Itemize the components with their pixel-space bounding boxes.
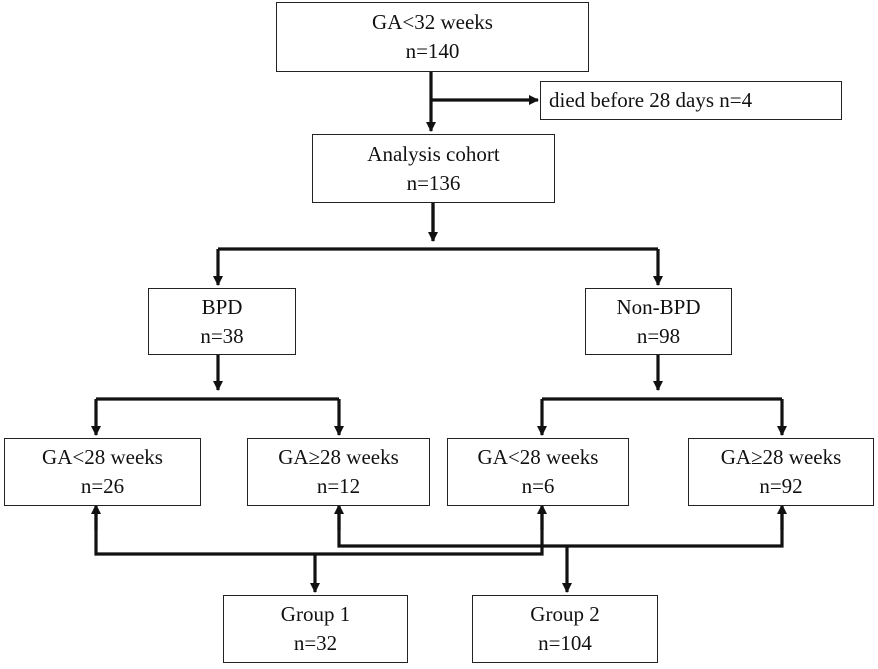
- node-nonbpd-ga-ge28-line2: n=92: [759, 474, 803, 498]
- node-bpd-ga-ge28-line1: GA≥28 weeks: [278, 445, 399, 469]
- node-start-line1: GA<32 weeks: [372, 10, 493, 34]
- connector-group2: [337, 510, 784, 548]
- node-start: GA<32 weeks n=140: [276, 2, 589, 72]
- node-cohort-line2: n=136: [406, 170, 461, 195]
- node-group2-line1: Group 2: [530, 602, 600, 626]
- node-nonbpd-line2: n=98: [636, 323, 681, 348]
- node-nonbpd-ga-ge28-line1: GA≥28 weeks: [720, 445, 842, 469]
- node-cohort-line1: Analysis cohort: [367, 141, 500, 166]
- node-bpd-line2: n=38: [200, 323, 244, 348]
- node-bpd-ga-ge28-line2: n=12: [316, 474, 361, 498]
- node-bpd: BPD n=38: [148, 288, 296, 355]
- node-bpd-ga-lt28-line1: GA<28 weeks: [42, 445, 163, 469]
- node-nonbpd-line1: Non-BPD: [616, 294, 701, 319]
- node-group1-line2: n=32: [293, 631, 338, 655]
- node-bpd-line1: BPD: [201, 294, 243, 319]
- node-excluded-line1: died before 28 days n=4: [549, 88, 753, 112]
- node-group1: Group 1 n=32: [223, 595, 408, 663]
- node-bpd-ga-ge28: GA≥28 weeks n=12: [247, 438, 430, 506]
- node-nonbpd-ga-ge28: GA≥28 weeks n=92: [688, 438, 874, 506]
- node-excluded: died before 28 days n=4: [540, 81, 842, 120]
- node-bpd-ga-lt28-line2: n=26: [80, 474, 125, 498]
- node-bpd-ga-lt28: GA<28 weeks n=26: [4, 438, 201, 506]
- node-group2-line2: n=104: [538, 631, 592, 655]
- node-group1-line1: Group 1: [280, 602, 351, 626]
- node-cohort: Analysis cohort n=136: [312, 134, 555, 203]
- node-nonbpd-ga-lt28-line2: n=6: [521, 474, 555, 498]
- node-start-line2: n=140: [405, 39, 460, 63]
- node-nonbpd-ga-lt28-line1: GA<28 weeks: [477, 445, 599, 469]
- connector-group1: [94, 510, 544, 556]
- node-nonbpd-ga-lt28: GA<28 weeks n=6: [447, 438, 629, 506]
- node-nonbpd: Non-BPD n=98: [585, 288, 732, 355]
- node-group2: Group 2 n=104: [472, 595, 658, 663]
